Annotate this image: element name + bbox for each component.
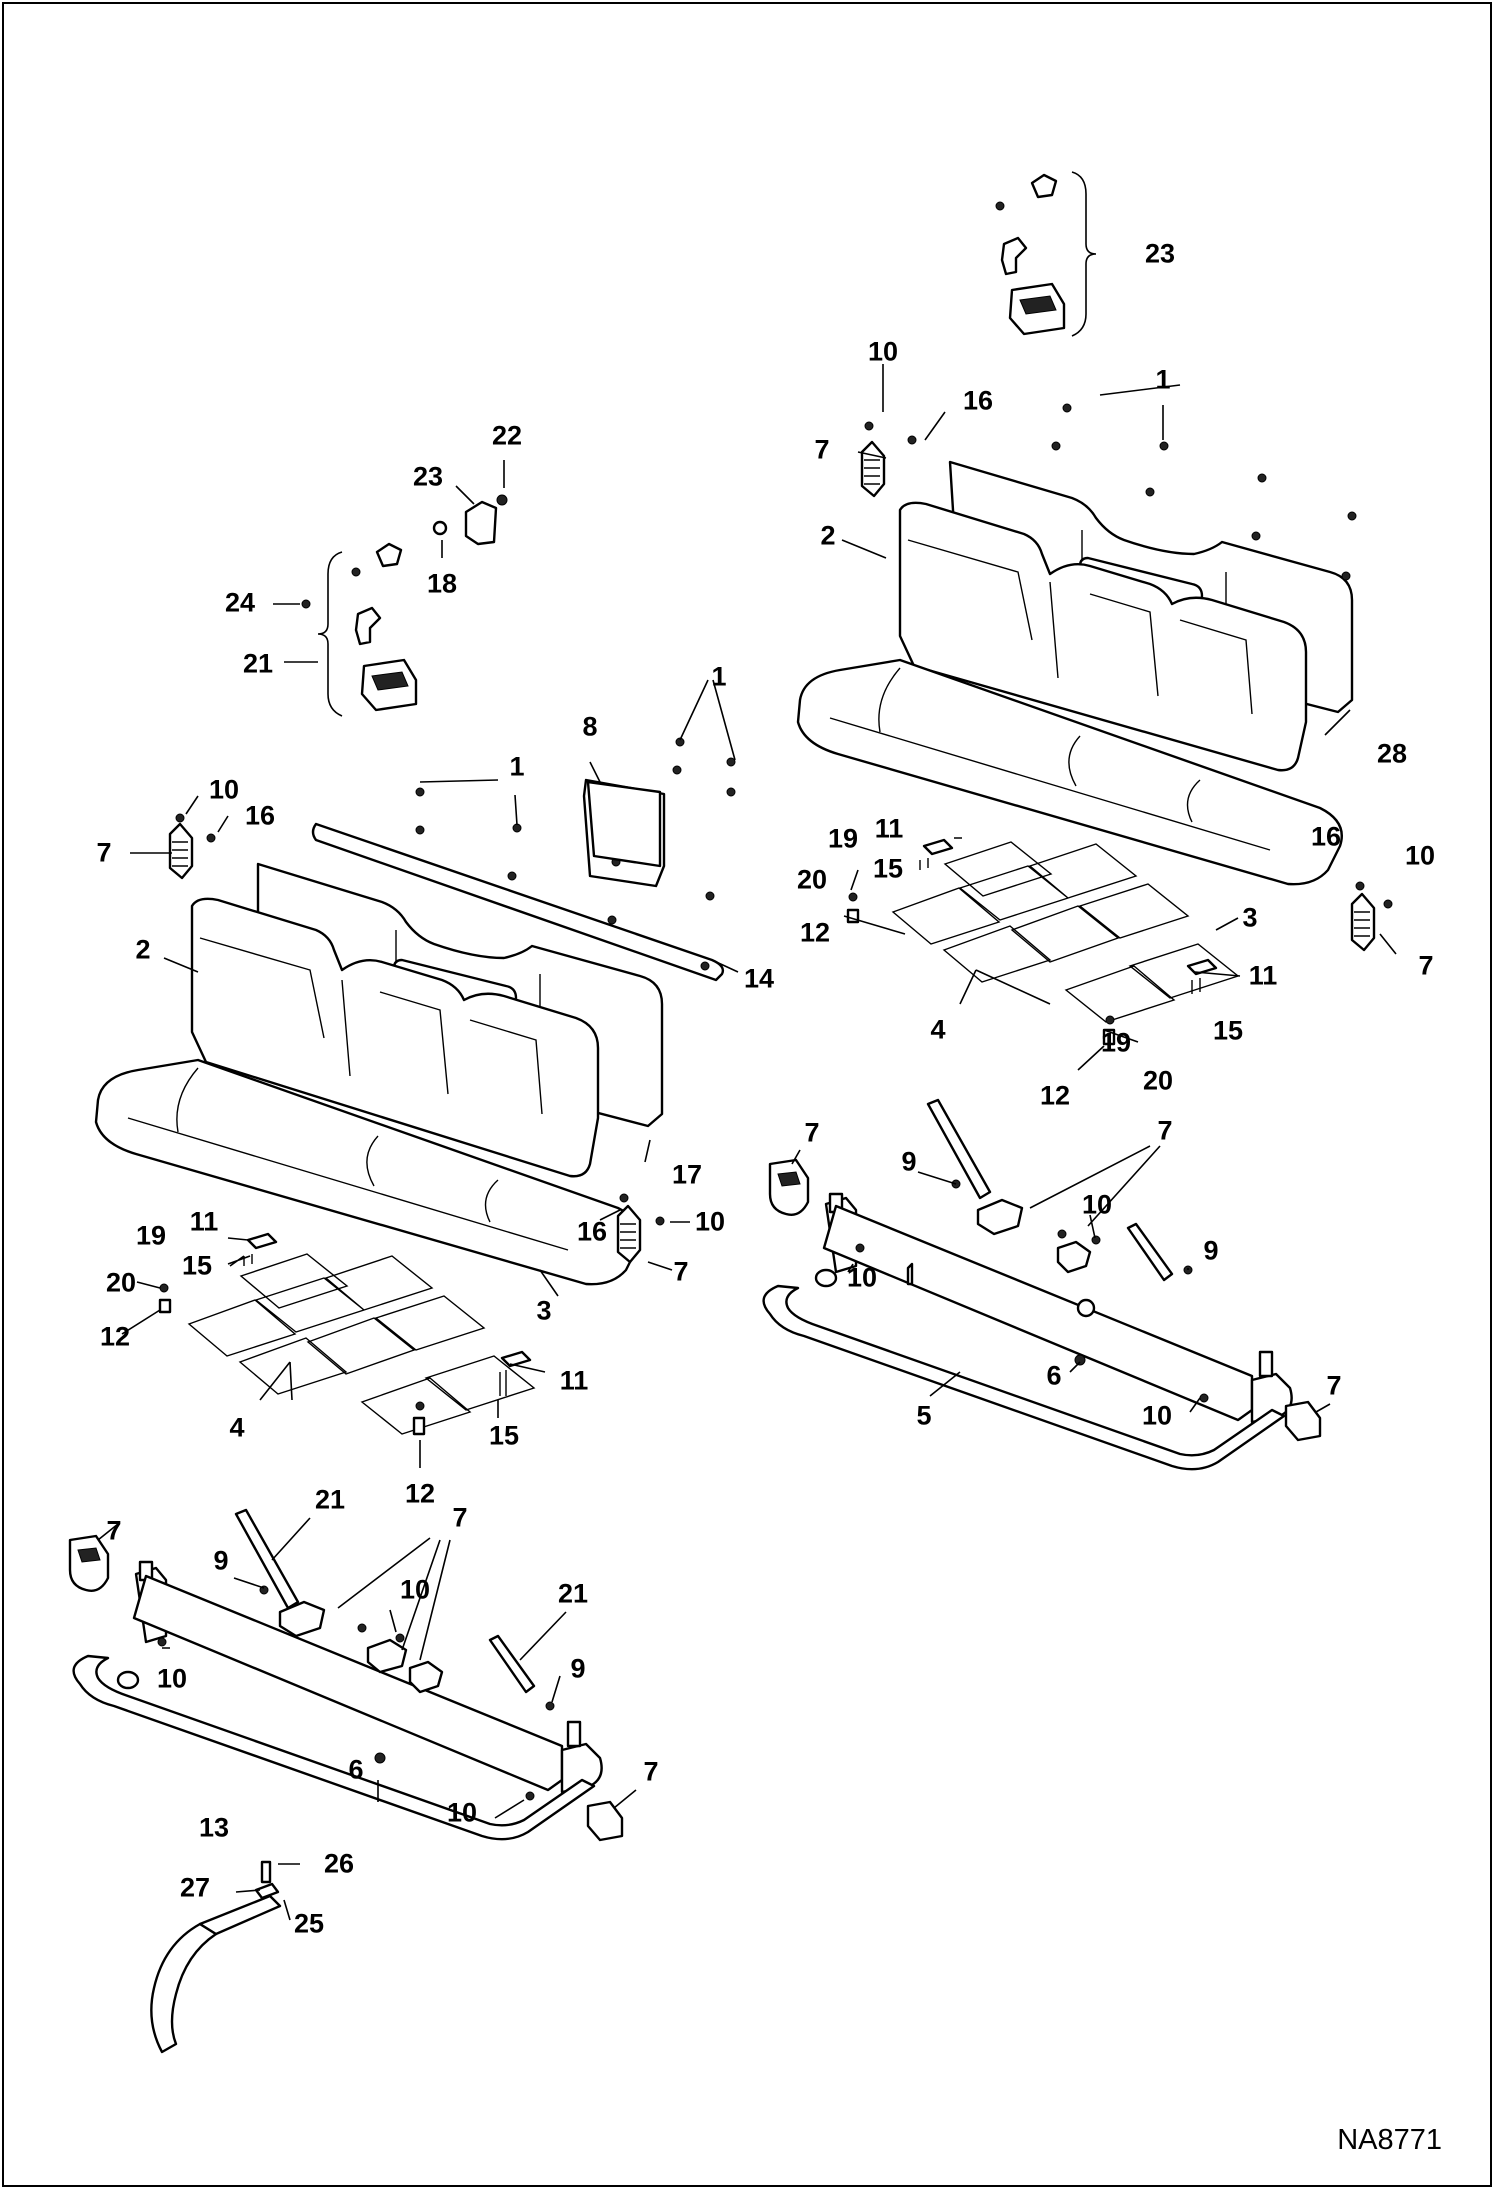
callout-9: 9: [901, 1146, 917, 1177]
callout-24: 24: [224, 587, 256, 618]
callout-3-b: 3: [536, 1295, 552, 1326]
callout-12: 12: [799, 917, 831, 948]
callout-4-b: 4: [229, 1412, 245, 1443]
callout-13: 13: [198, 1812, 230, 1843]
callout-14: 14: [743, 963, 775, 994]
callout-6-b: 6: [348, 1754, 364, 1785]
callout-19-c: 19: [1100, 1027, 1132, 1058]
callout-10: 10: [867, 336, 899, 367]
callout-7-j: 7: [643, 1756, 659, 1787]
callout-20: 20: [796, 864, 828, 895]
callout-15-c: 15: [181, 1250, 213, 1281]
callout-26: 26: [323, 1848, 355, 1879]
callout-21-c: 21: [557, 1578, 589, 1609]
callout-12-d: 12: [404, 1478, 436, 1509]
callout-9-b: 9: [1203, 1235, 1219, 1266]
callout-16: 16: [962, 385, 994, 416]
callout-10-e: 10: [1081, 1189, 1113, 1220]
callout-21-b: 21: [314, 1484, 346, 1515]
callout-7-c: 7: [1418, 950, 1434, 981]
callout-21: 21: [242, 648, 274, 679]
callout-11: 11: [874, 813, 904, 844]
callout-1-b: 1: [711, 661, 727, 692]
callout-2: 2: [820, 520, 836, 551]
callout-10-h: 10: [399, 1574, 431, 1605]
callout-10-j: 10: [446, 1797, 478, 1828]
seat-belt-kit-upper-left: [273, 460, 508, 717]
callout-7-b: 7: [96, 837, 112, 868]
callout-10-f: 10: [846, 1262, 878, 1293]
callout-25: 25: [293, 1908, 325, 1939]
callout-11-c: 11: [189, 1206, 219, 1237]
callout-12-b: 12: [1039, 1080, 1071, 1111]
callout-7-d: 7: [673, 1256, 689, 1287]
callout-4: 4: [930, 1014, 946, 1045]
callout-8: 8: [582, 711, 598, 742]
seat-frame-right: [762, 1098, 1331, 1471]
callout-16-b: 16: [244, 800, 276, 831]
seat-pad-lower-left: [121, 1232, 546, 1468]
callout-9-d: 9: [570, 1653, 586, 1684]
callout-12-c: 12: [99, 1321, 131, 1352]
callout-7: 7: [814, 434, 830, 465]
callout-27: 27: [179, 1872, 211, 1903]
drawing-number: NA8771: [1337, 2124, 1442, 2156]
callout-22: 22: [491, 420, 523, 451]
callout-20-c: 20: [1142, 1065, 1174, 1096]
callout-19: 19: [827, 823, 859, 854]
callout-23: 23: [412, 461, 444, 492]
callout-2-b: 2: [135, 934, 151, 965]
callout-15-d: 15: [488, 1420, 520, 1451]
callout-9-c: 9: [213, 1545, 229, 1576]
callout-15: 15: [872, 853, 904, 884]
mud-flap: [150, 1860, 300, 2054]
callout-6: 6: [1046, 1360, 1062, 1391]
callout-16-c: 16: [1310, 821, 1342, 852]
callout-10-d: 10: [694, 1206, 726, 1237]
callout-7-g: 7: [1326, 1370, 1342, 1401]
callout-17: 17: [671, 1159, 703, 1190]
seat-belt-kit-upper-right: [995, 171, 1097, 337]
callout-1-c: 1: [509, 751, 525, 782]
callout-3: 3: [1242, 902, 1258, 933]
callout-11-d: 11: [559, 1365, 589, 1396]
callout-18: 18: [426, 568, 458, 599]
seat-pad-upper-right: [843, 837, 1241, 1071]
callout-16-d: 16: [576, 1216, 608, 1247]
seat-assembly-upper-right: [796, 364, 1397, 955]
callout-7-i: 7: [452, 1502, 468, 1533]
callout-10-i: 10: [156, 1663, 188, 1694]
callout-11-b: 11: [1248, 960, 1278, 991]
callout-1: 1: [1155, 364, 1171, 395]
callout-15-b: 15: [1212, 1015, 1244, 1046]
callout-7-h: 7: [106, 1515, 122, 1546]
callout-7-e: 7: [804, 1117, 820, 1148]
callout-20-b: 20: [105, 1267, 137, 1298]
callout-23-kit: 23: [1144, 238, 1176, 269]
callout-10-g: 10: [1141, 1400, 1173, 1431]
callout-28: 28: [1376, 738, 1408, 769]
callout-5: 5: [916, 1400, 932, 1431]
callout-10-c: 10: [1404, 840, 1436, 871]
seat-frame-left: [68, 1508, 637, 1842]
seat-assembly-lower-left: [94, 679, 739, 1297]
callout-10-b: 10: [208, 774, 240, 805]
callout-7-f: 7: [1157, 1115, 1173, 1146]
callout-19-b: 19: [135, 1220, 167, 1251]
